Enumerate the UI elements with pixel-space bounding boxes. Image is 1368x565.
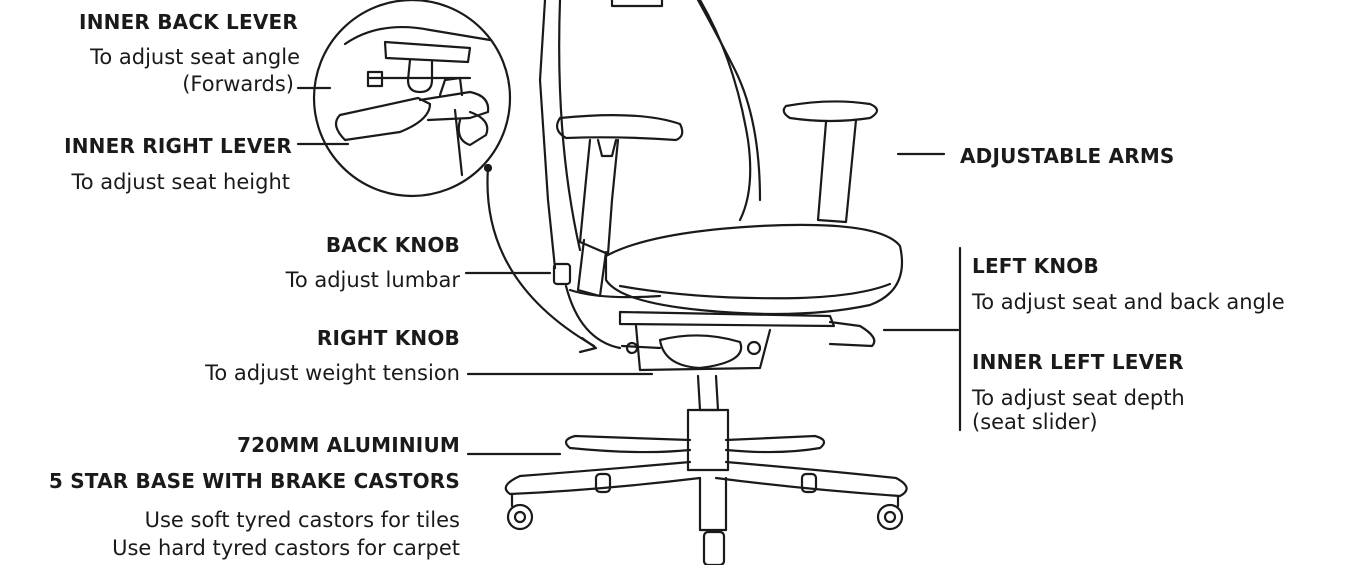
gas-lift <box>686 408 730 472</box>
inner-right-lever-title: INNER RIGHT LEVER <box>64 134 292 158</box>
left-lever-paddle <box>828 320 876 348</box>
base-desc-line-1: Use soft tyred castors for tiles <box>144 508 460 532</box>
base-desc-line-2: Use hard tyred castors for carpet <box>112 536 460 560</box>
inner-left-lever-title: INNER LEFT LEVER <box>972 350 1184 374</box>
base-title-line-2: 5 STAR BASE WITH BRAKE CASTORS <box>48 469 460 493</box>
base-arm-back-left <box>564 434 692 454</box>
back-knob-shape <box>552 262 572 286</box>
base-arm-front-right <box>714 460 908 498</box>
right-knob-desc: To adjust weight tension <box>205 361 460 385</box>
inner-left-lever-desc-2: (seat slider) <box>972 410 1098 434</box>
detail-magnifier <box>312 0 512 198</box>
inner-back-lever-desc-2: (Forwards) <box>182 72 294 96</box>
castor <box>876 503 904 531</box>
inner-left-lever-desc: To adjust seat depth <box>972 386 1185 410</box>
back-knob-title: BACK KNOB <box>325 233 460 257</box>
adjustable-arms-title: ADJUSTABLE ARMS <box>960 144 1175 168</box>
back-knob-desc: To adjust lumbar <box>285 268 460 292</box>
castor <box>506 503 534 531</box>
left-knob-desc: To adjust seat and back angle <box>972 290 1285 314</box>
seat-cushion <box>604 223 904 316</box>
right-knob-title: RIGHT KNOB <box>316 326 460 350</box>
base-arm-front-left <box>504 460 702 496</box>
inner-back-lever-desc: To adjust seat angle <box>90 45 300 69</box>
inner-back-lever-title: INNER BACK LEVER <box>79 10 298 34</box>
base-arm-back-right <box>724 434 826 454</box>
castor <box>702 530 726 565</box>
base-arm-front <box>698 476 728 532</box>
backrest-right-edge <box>696 0 762 202</box>
base-title-line-1: 720MM ALUMINIUM <box>237 433 460 457</box>
left-knob-title: LEFT KNOB <box>972 254 1099 278</box>
backrest-left-edge <box>538 0 557 270</box>
inner-right-lever-desc: To adjust seat height <box>71 170 290 194</box>
